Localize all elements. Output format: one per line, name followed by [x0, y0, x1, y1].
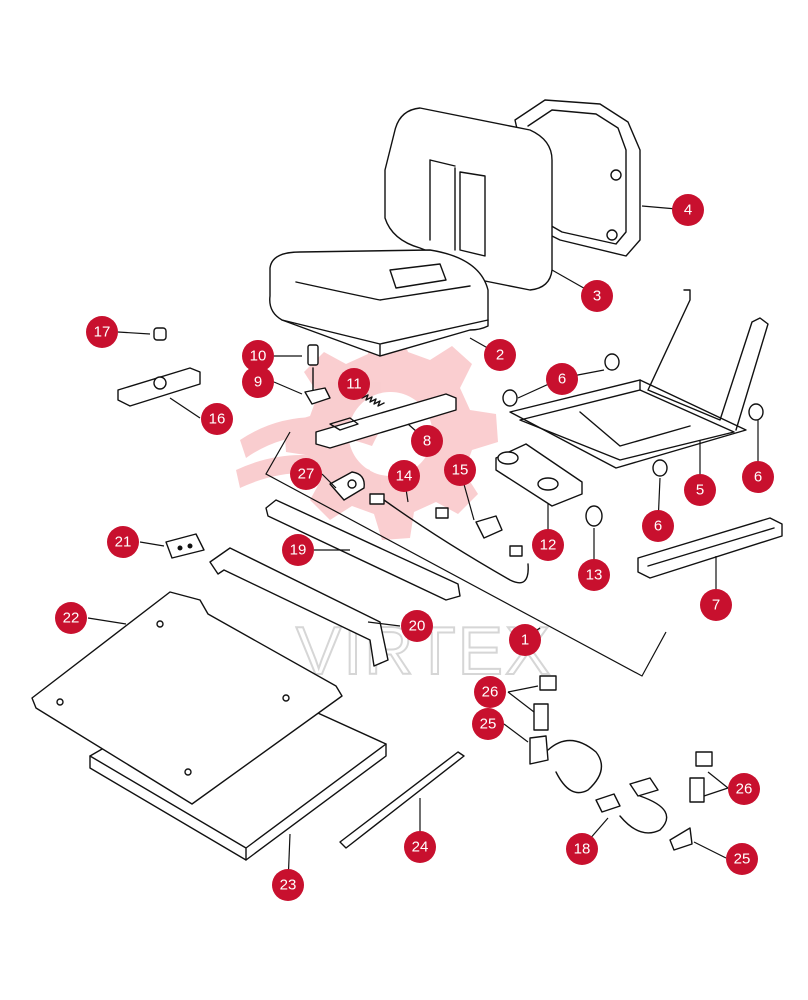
callout-10: 10	[242, 340, 274, 372]
switch-bracket	[495, 443, 583, 507]
callout-11: 11	[338, 368, 370, 400]
svg-text:21: 21	[115, 534, 132, 551]
svg-text:26: 26	[736, 781, 753, 798]
trim-strip	[339, 751, 465, 849]
svg-text:18: 18	[574, 841, 591, 858]
callout-6c: 6	[642, 510, 674, 542]
callouts: 1 2 3 4 5 6 6 6 6 7 8 9 10 11 12 13 14 1…	[55, 194, 774, 901]
adjust-lever	[117, 327, 201, 407]
svg-text:15: 15	[452, 462, 469, 479]
callout-12: 12	[532, 529, 564, 561]
callout-17: 17	[86, 316, 118, 348]
svg-text:11: 11	[346, 376, 362, 393]
svg-text:3: 3	[593, 288, 601, 305]
svg-text:2: 2	[496, 347, 504, 364]
svg-text:26: 26	[482, 684, 499, 701]
callout-5: 5	[684, 474, 716, 506]
svg-text:20: 20	[409, 618, 426, 635]
pin-and-spring	[304, 344, 385, 407]
callout-8: 8	[411, 425, 443, 457]
callout-25b: 25	[726, 843, 758, 875]
callout-15: 15	[444, 454, 476, 486]
callout-6b: 6	[742, 461, 774, 493]
seat-belt-assembly	[529, 675, 713, 851]
callout-26b: 26	[728, 773, 760, 805]
callout-7: 7	[700, 589, 732, 621]
callout-24: 24	[404, 831, 436, 863]
svg-text:4: 4	[684, 202, 692, 219]
svg-text:5: 5	[696, 482, 704, 499]
svg-text:25: 25	[734, 851, 751, 868]
svg-text:17: 17	[94, 324, 111, 341]
callout-9: 9	[242, 366, 274, 398]
svg-text:24: 24	[412, 839, 429, 856]
callout-25a: 25	[472, 708, 504, 740]
svg-text:6: 6	[558, 371, 566, 388]
seat-cushion	[269, 249, 489, 357]
callout-22: 22	[55, 602, 87, 634]
callout-16: 16	[201, 403, 233, 435]
callout-26a: 26	[474, 676, 506, 708]
top-panel	[31, 591, 343, 805]
slide-bracket	[315, 393, 457, 449]
svg-text:7: 7	[712, 597, 720, 614]
svg-text:1: 1	[521, 632, 529, 649]
svg-text:16: 16	[209, 411, 226, 428]
mounting-strap	[265, 499, 461, 601]
callout-20: 20	[401, 610, 433, 642]
callout-4: 4	[672, 194, 704, 226]
callout-23: 23	[272, 869, 304, 901]
slide-rail	[637, 517, 783, 579]
svg-text:9: 9	[254, 374, 262, 391]
cable-clip	[329, 471, 365, 501]
seat-assembly-outline	[265, 431, 667, 677]
callout-1: 1	[509, 624, 541, 656]
callout-27: 27	[290, 458, 322, 490]
svg-text:10: 10	[250, 348, 267, 365]
callout-13: 13	[578, 559, 610, 591]
callout-3: 3	[581, 280, 613, 312]
seat-frame	[509, 289, 769, 469]
svg-text:27: 27	[298, 466, 315, 483]
callout-21: 21	[107, 526, 139, 558]
svg-text:25: 25	[480, 716, 497, 733]
svg-text:19: 19	[290, 542, 307, 559]
small-plate	[165, 533, 205, 559]
svg-text:23: 23	[280, 877, 297, 894]
callout-18: 18	[566, 833, 598, 865]
svg-text:6: 6	[754, 469, 762, 486]
svg-text:8: 8	[423, 433, 431, 450]
callout-6a: 6	[546, 363, 578, 395]
mounting-bar	[209, 547, 389, 667]
svg-text:12: 12	[540, 537, 557, 554]
callout-19: 19	[282, 534, 314, 566]
seat-switch-harness	[369, 493, 529, 584]
svg-text:13: 13	[586, 567, 603, 584]
bushing	[585, 505, 603, 527]
callout-14: 14	[388, 460, 420, 492]
svg-text:14: 14	[396, 468, 413, 485]
callout-2: 2	[484, 339, 516, 371]
seat-back-cushion	[384, 107, 553, 291]
rubber-buffers	[502, 353, 764, 477]
svg-text:22: 22	[63, 610, 80, 627]
svg-text:6: 6	[654, 518, 662, 535]
